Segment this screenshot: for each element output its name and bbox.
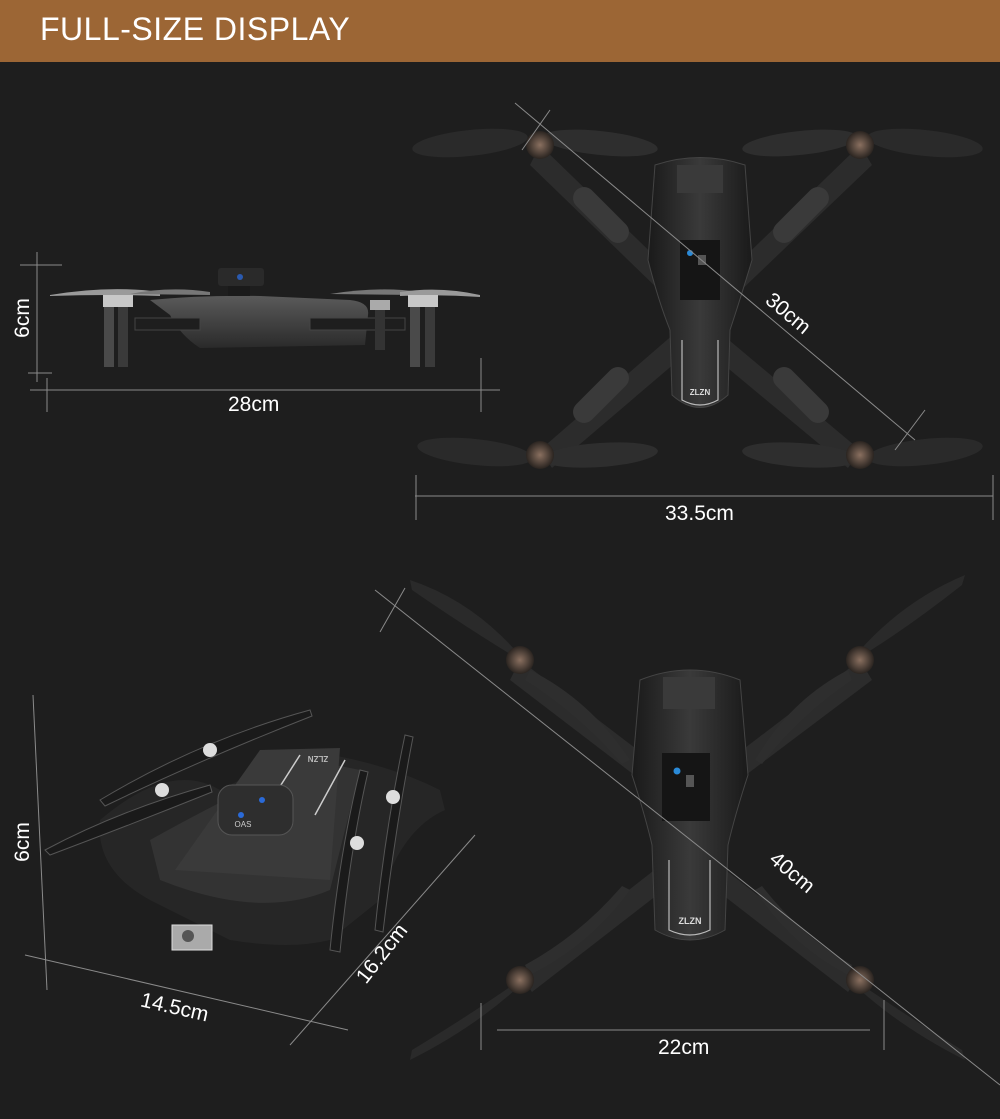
folded-dimension-lines: [24, 694, 476, 1046]
top-view-drone-small: ZLZN: [412, 128, 983, 469]
brand-logo-large: ZLZN: [679, 916, 702, 926]
top-view-1-dimension-lines: [415, 102, 994, 520]
page-title: FULL-SIZE DISPLAY: [40, 11, 351, 47]
folded-height-label: 6cm: [10, 822, 34, 862]
brand-logo-folded: ZLZN: [308, 754, 329, 763]
side-view-dimension-lines: [20, 252, 500, 412]
side-view-height-label: 6cm: [10, 298, 34, 338]
top-view-1-width-label: 33.5cm: [665, 502, 734, 525]
top-view-2-dimension-lines: [374, 587, 1000, 1086]
brand-logo: ZLZN: [690, 388, 711, 397]
top-view-2-wheelbase-label: 22cm: [658, 1036, 710, 1059]
oas-sensor-label: OAS: [235, 820, 252, 829]
top-view-drone-large: ZLZN: [410, 575, 965, 1060]
folded-drone: OAS ZLZN: [44, 709, 446, 953]
header-banner: FULL-SIZE DISPLAY: [0, 0, 1000, 62]
side-view-drone: [50, 268, 480, 367]
side-view-length-label: 28cm: [228, 393, 280, 416]
